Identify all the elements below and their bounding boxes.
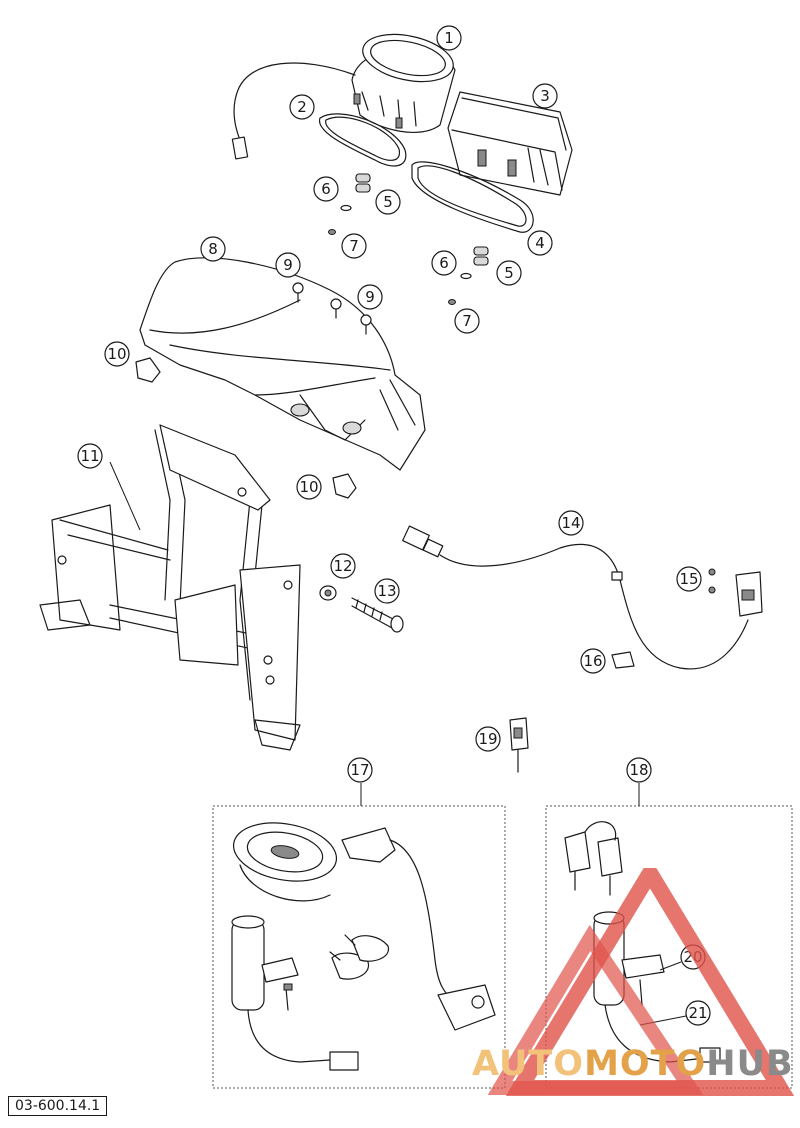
instrument-bracket-drawing bbox=[39, 424, 301, 751]
svg-text:12: 12 bbox=[333, 557, 352, 575]
wiring-harness-drawing bbox=[402, 525, 749, 670]
svg-text:5: 5 bbox=[383, 193, 393, 211]
callout-2: 2 bbox=[289, 94, 315, 120]
gasket-ring-drawing bbox=[319, 113, 407, 167]
callout-21: 21 bbox=[685, 1000, 711, 1026]
svg-text:20: 20 bbox=[683, 948, 702, 966]
callout-1: 1 bbox=[436, 25, 462, 51]
svg-text:17: 17 bbox=[350, 761, 369, 779]
key-drawing bbox=[509, 717, 529, 773]
callout-10a: 10 bbox=[104, 341, 130, 367]
svg-text:11: 11 bbox=[80, 447, 99, 465]
svg-text:4: 4 bbox=[535, 234, 545, 252]
callout-8: 8 bbox=[200, 236, 226, 262]
speedometer-drawing bbox=[231, 33, 456, 160]
svg-text:14: 14 bbox=[561, 514, 580, 532]
callout-12: 12 bbox=[330, 553, 356, 579]
lock-set-kit-18 bbox=[564, 821, 721, 1063]
svg-text:16: 16 bbox=[583, 652, 602, 670]
svg-text:7: 7 bbox=[462, 312, 472, 330]
svg-text:21: 21 bbox=[688, 1004, 707, 1022]
wordmark-hub: HUB bbox=[706, 1044, 794, 1084]
display-gasket-drawing bbox=[411, 161, 534, 233]
callout-15: 15 bbox=[676, 566, 702, 592]
svg-text:13: 13 bbox=[377, 582, 396, 600]
clip-upper bbox=[135, 357, 161, 383]
callout-3: 3 bbox=[532, 83, 558, 109]
callout-18: 18 bbox=[626, 757, 652, 783]
svg-text:10: 10 bbox=[299, 478, 318, 496]
wordmark-moto: MOTO bbox=[584, 1044, 707, 1084]
svg-text:6: 6 bbox=[321, 180, 331, 198]
bolt-drawing bbox=[351, 597, 404, 633]
callout-5a: 5 bbox=[375, 189, 401, 215]
grommet-set-left bbox=[328, 173, 371, 235]
callout-13: 13 bbox=[374, 578, 400, 604]
callout-9b: 9 bbox=[357, 284, 383, 310]
instrument-housing-drawing bbox=[139, 257, 426, 471]
tachometer-drawing bbox=[447, 91, 573, 196]
callout-14: 14 bbox=[558, 510, 584, 536]
screw-set bbox=[292, 282, 372, 335]
svg-text:9: 9 bbox=[365, 288, 375, 306]
cable-clip-drawing bbox=[611, 651, 635, 669]
svg-text:8: 8 bbox=[208, 240, 218, 258]
grommet-set-right bbox=[448, 246, 489, 305]
automotohub-wordmark: AUTOMOTOHUB bbox=[472, 1044, 794, 1084]
clip-lower bbox=[332, 473, 357, 499]
svg-text:18: 18 bbox=[629, 761, 648, 779]
svg-text:3: 3 bbox=[540, 87, 550, 105]
callout-16: 16 bbox=[580, 648, 606, 674]
svg-text:1: 1 bbox=[444, 29, 454, 47]
callout-4: 4 bbox=[527, 230, 553, 256]
callout-7a: 7 bbox=[341, 233, 367, 259]
callout-11: 11 bbox=[77, 443, 103, 469]
callout-20: 20 bbox=[680, 944, 706, 970]
svg-text:19: 19 bbox=[478, 730, 497, 748]
wordmark-auto: AUTO bbox=[472, 1044, 585, 1084]
callout-10b: 10 bbox=[296, 474, 322, 500]
document-number: 03-600.14.1 bbox=[8, 1096, 108, 1116]
callout-6b: 6 bbox=[431, 250, 457, 276]
callout-19: 19 bbox=[475, 726, 501, 752]
callout-17: 17 bbox=[347, 757, 373, 783]
svg-text:9: 9 bbox=[283, 256, 293, 274]
svg-text:7: 7 bbox=[349, 237, 359, 255]
svg-text:6: 6 bbox=[439, 254, 449, 272]
callout-9a: 9 bbox=[275, 252, 301, 278]
svg-text:2: 2 bbox=[297, 98, 307, 116]
lock-set-kit-17 bbox=[231, 822, 496, 1071]
callout-5b: 5 bbox=[496, 260, 522, 286]
svg-text:15: 15 bbox=[679, 570, 698, 588]
callout-7b: 7 bbox=[454, 308, 480, 334]
switch-drawing bbox=[708, 568, 763, 617]
callout-6a: 6 bbox=[313, 176, 339, 202]
svg-text:10: 10 bbox=[107, 345, 126, 363]
nut-drawing bbox=[319, 585, 337, 601]
svg-text:5: 5 bbox=[504, 264, 514, 282]
